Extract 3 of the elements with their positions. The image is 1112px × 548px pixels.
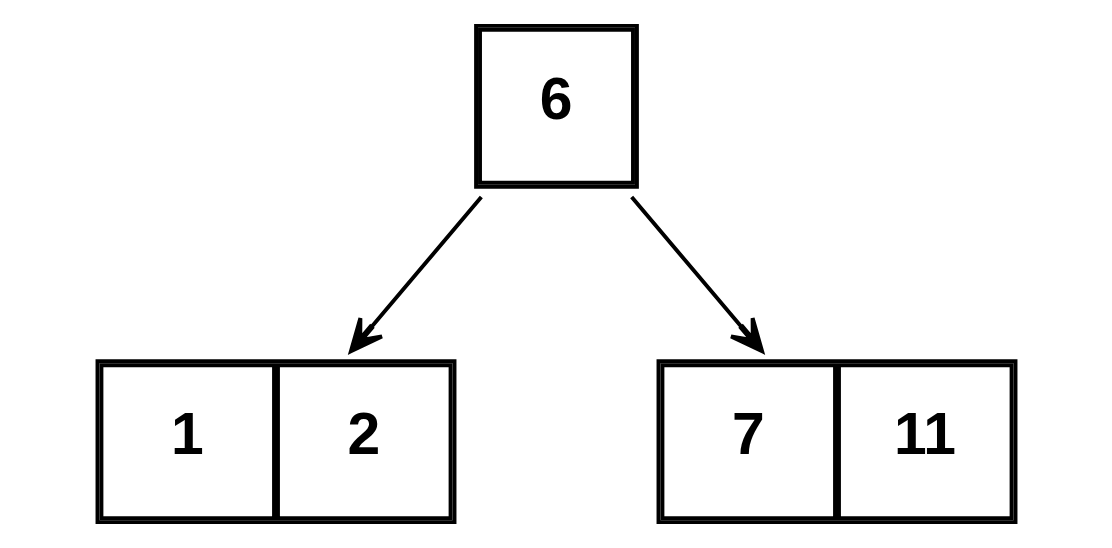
arrow [348, 195, 483, 354]
node-box: 6 [473, 23, 639, 189]
arrow [629, 195, 764, 354]
